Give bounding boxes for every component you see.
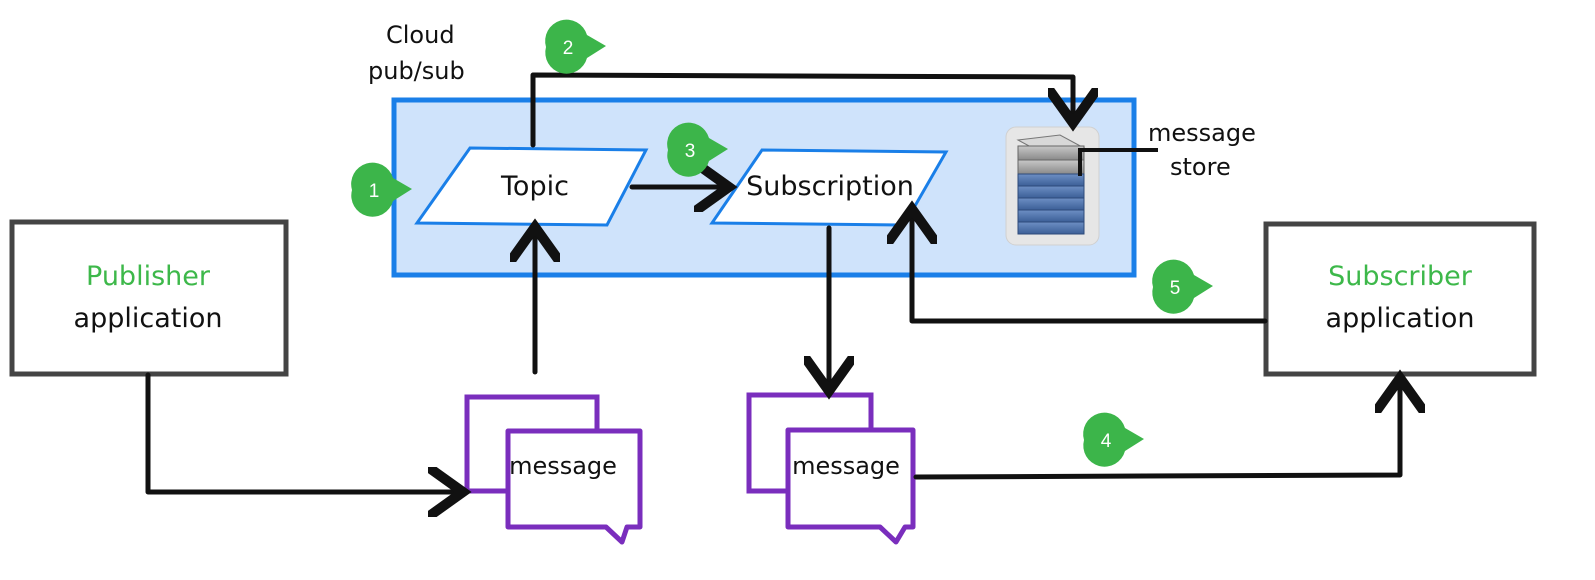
subscriber-label: Subscriber xyxy=(1328,261,1473,292)
message-store-label-line1: message xyxy=(1148,119,1256,147)
arrow-subscriber-ack-to-subscription xyxy=(912,214,1268,324)
step-badge-3: 3 xyxy=(667,122,728,177)
publisher-application-box[interactable]: Publisher application xyxy=(9,219,289,377)
connectors xyxy=(145,72,1400,492)
message-store-label-line2: store xyxy=(1170,153,1231,181)
cloud-label-line1: Cloud xyxy=(386,21,455,49)
topic-label: Topic xyxy=(500,171,569,202)
arrow-message-to-subscriber xyxy=(913,383,1400,480)
message-bubble-right[interactable]: message xyxy=(746,392,916,545)
subscription-label: Subscription xyxy=(746,171,914,202)
message-left-label: message xyxy=(509,452,617,480)
step-badge-2-number: 2 xyxy=(563,38,574,59)
step-badge-5: 5 xyxy=(1152,259,1213,314)
message-right-label: message xyxy=(792,452,900,480)
arrow-topic-to-store xyxy=(530,72,1073,148)
step-badge-1: 1 xyxy=(351,162,412,217)
step-badge-1-number: 1 xyxy=(369,181,380,202)
message-store-pointer xyxy=(1078,148,1158,176)
cloud-label-line2: pub/sub xyxy=(368,57,465,85)
step-badge-3-number: 3 xyxy=(685,141,696,162)
arrow-publisher-to-message xyxy=(145,372,458,492)
step-badge-2: 2 xyxy=(545,19,606,74)
server-stack-icon xyxy=(1005,126,1100,246)
publisher-label: Publisher xyxy=(86,261,211,292)
subscriber-application-box[interactable]: Subscriber application xyxy=(1263,221,1537,377)
step-badge-4: 4 xyxy=(1083,412,1144,467)
message-bubble-left[interactable]: message xyxy=(464,394,643,545)
subscriber-sublabel: application xyxy=(1326,303,1475,334)
step-badge-5-number: 5 xyxy=(1170,278,1181,299)
publisher-sublabel: application xyxy=(74,303,223,334)
topic-node[interactable]: Topic xyxy=(414,146,649,227)
step-badge-4-number: 4 xyxy=(1101,431,1112,452)
